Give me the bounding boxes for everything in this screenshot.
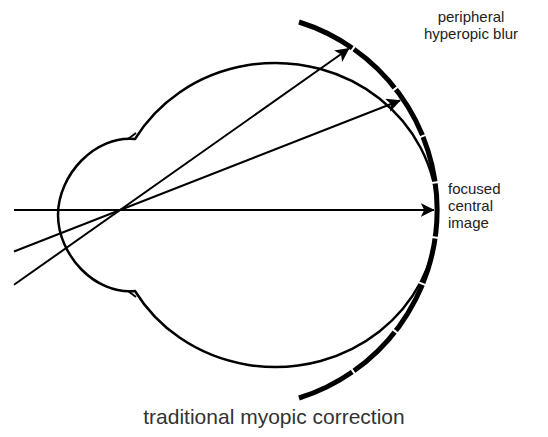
light-ray (14, 101, 400, 252)
light-ray (14, 209, 434, 211)
cornea-notch (128, 133, 136, 139)
caption: traditional myopic correction (143, 404, 404, 429)
cornea-notch (128, 291, 136, 297)
annotation-label: focused central image (448, 180, 526, 231)
annotation-label: peripheral hyperopic blur (405, 8, 537, 42)
light-ray (14, 49, 349, 285)
